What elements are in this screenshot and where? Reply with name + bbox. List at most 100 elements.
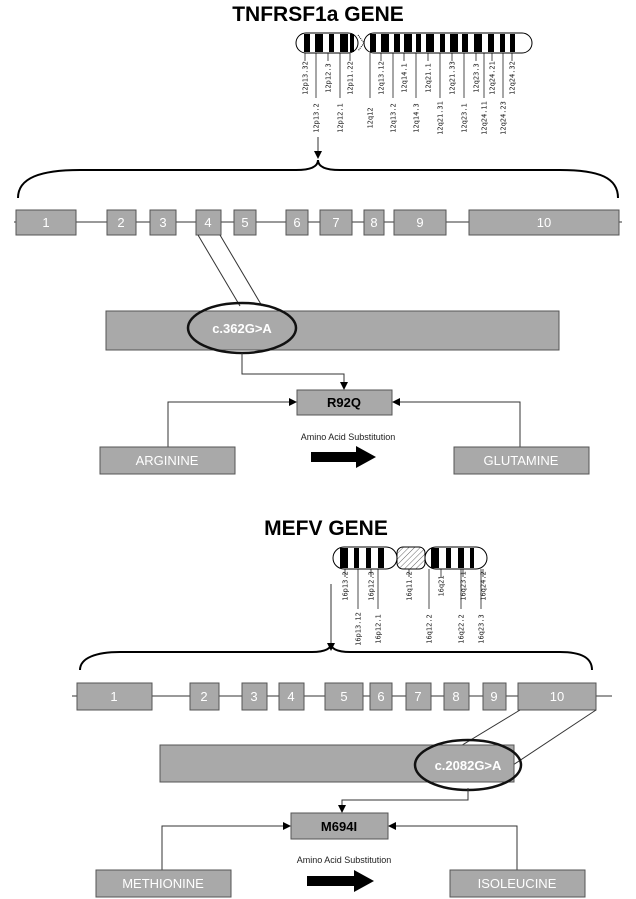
gene2-chromosome-ideogram bbox=[332, 546, 488, 570]
band-label: 12q13.2 bbox=[390, 103, 398, 133]
band-label: 12q24.21 bbox=[489, 61, 497, 95]
svg-text:7: 7 bbox=[414, 689, 421, 704]
exon-8: 8 bbox=[363, 209, 385, 236]
exon-9: 9 bbox=[482, 682, 507, 711]
exon-3: 3 bbox=[149, 209, 177, 236]
exon-4: 4 bbox=[278, 682, 305, 711]
band-label: 12q24.32 bbox=[509, 61, 517, 95]
svg-text:4: 4 bbox=[287, 689, 294, 704]
gene2-from-aa-box bbox=[95, 869, 232, 898]
gene2-substitution-arrow bbox=[307, 870, 374, 892]
svg-text:2: 2 bbox=[117, 215, 124, 230]
gene1-expansion-line-left bbox=[197, 234, 241, 307]
band-label: 16p12.1 bbox=[375, 614, 383, 644]
gene2-to-aa-box bbox=[449, 869, 586, 898]
band-label: 12q21.1 bbox=[425, 63, 433, 93]
band-label: 16q11.2 bbox=[406, 571, 414, 601]
gene1-exons: 1 2 3 4 5 6 7 8 9 10 bbox=[15, 209, 620, 236]
band-label: 16p13.12 bbox=[355, 612, 363, 646]
exon-3: 3 bbox=[241, 682, 268, 711]
gene1-substitution-arrow bbox=[311, 446, 376, 468]
gene2-from-aa-arrow bbox=[161, 822, 291, 870]
gene2-expansion-line-right bbox=[509, 709, 597, 768]
gene2-substitution-label: Amino Acid Substitution bbox=[297, 855, 392, 865]
band-label: 12q23.1 bbox=[461, 103, 469, 133]
gene1-from-aa-box bbox=[99, 446, 236, 475]
gene1-from-aa-arrow bbox=[167, 398, 297, 447]
gene1-to-aa-box bbox=[453, 446, 590, 475]
band-label: 16p13.2 bbox=[342, 571, 350, 601]
band-label: 16q24.2 bbox=[480, 571, 488, 601]
gene1-to-aa-label: GLUTAMINE bbox=[484, 453, 559, 468]
band-label: 12q13.12 bbox=[378, 61, 386, 95]
svg-text:1: 1 bbox=[110, 689, 117, 704]
exon-1: 1 bbox=[76, 682, 153, 711]
svg-text:1: 1 bbox=[42, 215, 49, 230]
exon-6: 6 bbox=[369, 682, 393, 711]
gene1-exon-expanded bbox=[105, 310, 560, 351]
band-label: 16q22.2 bbox=[458, 614, 466, 644]
band-label: 12p13.32 bbox=[302, 61, 310, 95]
svg-text:10: 10 bbox=[537, 215, 551, 230]
svg-text:10: 10 bbox=[550, 689, 564, 704]
gene2-to-aa-label: ISOLEUCINE bbox=[478, 876, 557, 891]
exon-8: 8 bbox=[443, 682, 470, 711]
svg-text:3: 3 bbox=[250, 689, 257, 704]
exon-5: 5 bbox=[233, 209, 257, 236]
exon-10: 10 bbox=[468, 209, 620, 236]
band-label: 16q21 bbox=[438, 575, 446, 596]
svg-text:5: 5 bbox=[241, 215, 248, 230]
band-label: 12q14.3 bbox=[413, 103, 421, 133]
band-label: 12p12.3 bbox=[325, 63, 333, 93]
band-label: 16q23.3 bbox=[478, 614, 486, 644]
exon-2: 2 bbox=[189, 682, 220, 711]
gene2-protein-change-box bbox=[290, 812, 389, 840]
gene1-from-aa-label: ARGININE bbox=[136, 453, 199, 468]
band-label: 12p13.2 bbox=[313, 103, 321, 133]
gene1-protein-change-label: R92Q bbox=[327, 395, 361, 410]
gene1-substitution-label: Amino Acid Substitution bbox=[301, 432, 396, 442]
gene2-mutation-label: c.2082G>A bbox=[435, 758, 502, 773]
gene2-exon-expanded bbox=[159, 744, 515, 783]
band-label: 12q24.11 bbox=[481, 101, 489, 135]
band-label: 12q23.3 bbox=[473, 63, 481, 93]
gene1-expansion-line-right bbox=[219, 234, 263, 307]
band-label: 12p11.22 bbox=[347, 61, 355, 95]
svg-text:9: 9 bbox=[490, 689, 497, 704]
exon-7: 7 bbox=[319, 209, 353, 236]
exon-9: 9 bbox=[393, 209, 447, 236]
band-label: 12q21.31 bbox=[437, 101, 445, 135]
band-label: 16p12.3 bbox=[368, 571, 376, 601]
gene1-title: TNFRSF1a GENE bbox=[232, 3, 404, 26]
exon-5: 5 bbox=[324, 682, 364, 711]
exon-2: 2 bbox=[106, 209, 137, 236]
gene1-to-aa-arrow bbox=[392, 398, 521, 447]
exon-10: 10 bbox=[517, 682, 597, 711]
band-label: 12p12.1 bbox=[337, 103, 345, 133]
svg-text:9: 9 bbox=[416, 215, 423, 230]
gene2-exons: 1 2 3 4 5 6 7 8 9 10 bbox=[76, 682, 597, 711]
exon-1: 1 bbox=[15, 209, 77, 236]
svg-text:6: 6 bbox=[377, 689, 384, 704]
band-label: 12q21.33 bbox=[449, 61, 457, 95]
gene2-title: MEFV GENE bbox=[264, 517, 388, 540]
svg-text:8: 8 bbox=[452, 689, 459, 704]
gene1-chromosome-ideogram bbox=[295, 32, 533, 54]
gene1-mutation-to-protein-arrow bbox=[241, 353, 348, 390]
gene2-gene-bracket bbox=[79, 643, 593, 671]
gene1-protein-change-box bbox=[296, 389, 393, 416]
band-label: 12q24.23 bbox=[500, 101, 508, 135]
gene2-mutation-to-protein-arrow bbox=[338, 788, 469, 813]
svg-text:6: 6 bbox=[293, 215, 300, 230]
svg-text:8: 8 bbox=[370, 215, 377, 230]
gene2-to-aa-arrow bbox=[388, 822, 518, 870]
exon-6: 6 bbox=[285, 209, 309, 236]
svg-text:3: 3 bbox=[159, 215, 166, 230]
exon-7: 7 bbox=[405, 682, 432, 711]
svg-text:7: 7 bbox=[332, 215, 339, 230]
svg-text:2: 2 bbox=[200, 689, 207, 704]
